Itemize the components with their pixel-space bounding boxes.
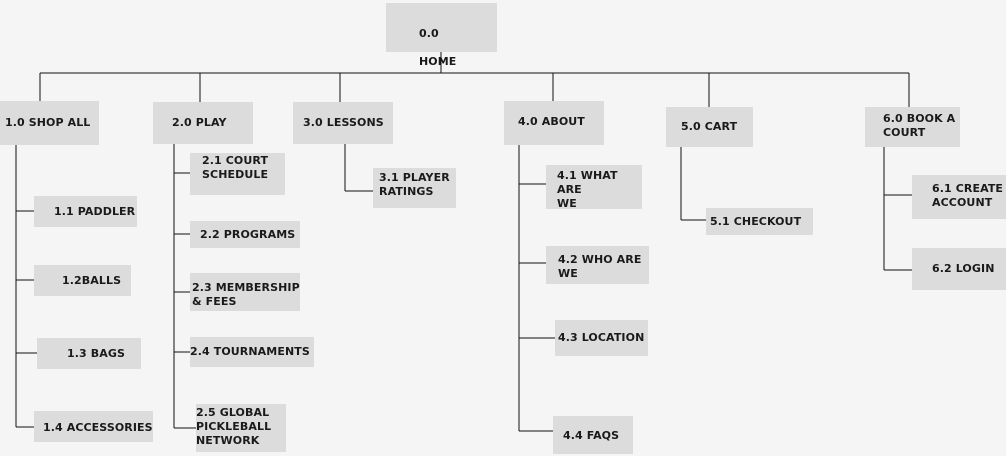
- node-home: 0.0 HOME: [386, 3, 497, 68]
- node-tournaments: 2.4 TOURNAMENTS: [190, 337, 314, 367]
- node-programs: 2.2 PROGRAMS: [190, 221, 300, 248]
- node-home-label: HOME: [419, 55, 457, 68]
- node-global-pickleball-network: 2.5 GLOBAL PICKLEBALL NETWORK: [196, 404, 286, 452]
- node-faqs: 4.4 FAQS: [553, 416, 633, 454]
- node-court-schedule: 2.1 COURT SCHEDULE: [190, 153, 285, 195]
- node-what-are-we: 4.1 WHAT ARE WE: [546, 165, 642, 210]
- node-create-account: 6.1 CREATE ACCOUNT: [912, 175, 1006, 219]
- node-accessories: 1.4 ACCESSORIES: [34, 411, 153, 442]
- node-who-are-we: 4.2 WHO ARE WE: [546, 246, 649, 284]
- node-home-number: 0.0: [419, 27, 439, 40]
- node-book-a-court: 6.0 BOOK A COURT: [865, 107, 960, 147]
- node-membership-fees: 2.3 MEMBERSHIP & FEES: [190, 273, 300, 311]
- node-bags: 1.3 BAGS: [37, 338, 141, 369]
- node-location: 4.3 LOCATION: [555, 320, 648, 356]
- node-checkout: 5.1 CHECKOUT: [706, 208, 813, 235]
- node-balls: 1.2BALLS: [34, 265, 131, 296]
- node-player-ratings: 3.1 PLAYER RATINGS: [373, 168, 456, 208]
- node-login: 6.2 LOGIN: [912, 248, 1006, 290]
- node-shop-all: 1.0 SHOP ALL: [0, 101, 99, 145]
- node-paddler: 1.1 PADDLER: [34, 196, 137, 227]
- node-cart: 5.0 CART: [666, 107, 753, 147]
- node-lessons: 3.0 LESSONS: [293, 102, 393, 144]
- node-about: 4.0 ABOUT: [504, 101, 604, 145]
- node-play: 2.0 PLAY: [153, 102, 253, 144]
